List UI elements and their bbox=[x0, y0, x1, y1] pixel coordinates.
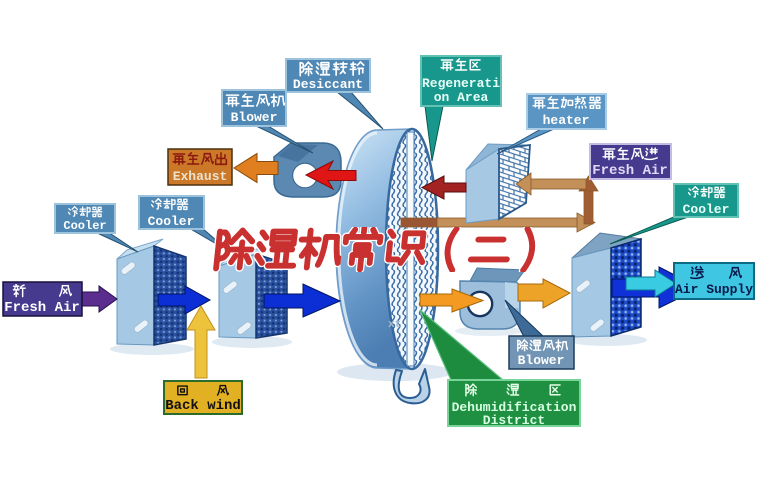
svg-text:Desiccant: Desiccant bbox=[293, 77, 363, 92]
svg-text:Exhaust: Exhaust bbox=[173, 169, 228, 184]
svg-text:Cooler: Cooler bbox=[63, 219, 106, 233]
svg-text:xt: xt bbox=[388, 319, 401, 331]
svg-text:heater: heater bbox=[543, 113, 590, 128]
svg-text:Cooler: Cooler bbox=[683, 202, 730, 217]
svg-text:Air Supply: Air Supply bbox=[675, 282, 753, 297]
svg-text:Fresh Air: Fresh Air bbox=[4, 300, 80, 316]
svg-text:Back wind: Back wind bbox=[165, 398, 241, 414]
svg-text:District: District bbox=[483, 413, 545, 428]
svg-text:on Area: on Area bbox=[434, 90, 489, 105]
svg-text:Regenerati: Regenerati bbox=[422, 76, 500, 91]
svg-text:Blower: Blower bbox=[231, 110, 278, 125]
svg-text:Dehumidification: Dehumidification bbox=[452, 400, 577, 415]
svg-text:Cooler: Cooler bbox=[148, 214, 195, 229]
svg-text:Blower: Blower bbox=[518, 353, 565, 368]
svg-text:Fresh Air: Fresh Air bbox=[592, 163, 668, 179]
